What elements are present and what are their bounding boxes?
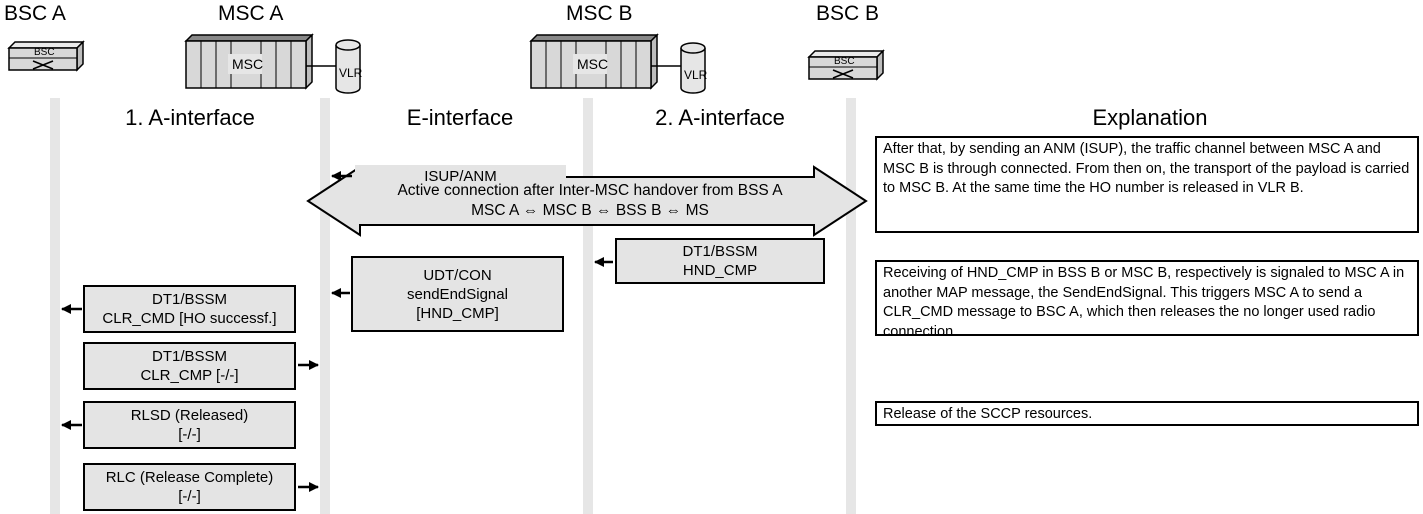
bsc-b-icon-text: BSC: [834, 56, 855, 67]
message-udt-con: UDT/CON sendEndSignal [HND_CMP]: [351, 256, 564, 332]
msc-a-icon-text: MSC: [232, 56, 264, 72]
bsc-a-icon-text: BSC: [34, 47, 55, 58]
bsc-b-icon: [807, 49, 885, 81]
node-label-msc-b: MSC B: [566, 2, 633, 25]
lifeline-bsc-b: [846, 98, 856, 514]
node-label-msc-a: MSC A: [218, 2, 284, 25]
heading-a-interface-1: 1. A-interface: [125, 105, 255, 130]
vlr-b-icon: [680, 42, 706, 94]
heading-explanation: Explanation: [1092, 105, 1208, 130]
node-label-bsc-a: BSC A: [4, 2, 66, 25]
msc-a-icon: [184, 33, 336, 90]
explanation-hnd-cmp: Receiving of HND_CMP in BSS B or MSC B, …: [875, 260, 1419, 340]
vlr-b-icon-text: VLR: [684, 68, 708, 82]
explanation-sccp-release: Release of the SCCP resources.: [875, 401, 1419, 426]
message-rlc-line1: RLC (Release Complete): [105, 469, 274, 486]
msc-b-icon: [529, 33, 681, 90]
active-connection-line2: MSC A ⇔ MSC B ⇔ BSS B ⇔ MS: [471, 202, 709, 219]
message-rlc-line2: [-/-]: [178, 488, 201, 505]
msc-b-icon-text: MSC: [577, 56, 609, 72]
message-clr-cmd-line2: CLR_CMD [HO successf.]: [102, 310, 277, 327]
message-clr-cmp: DT1/BSSM CLR_CMP [-/-]: [83, 342, 296, 390]
message-clr-cmd-line1: DT1/BSSM: [151, 291, 227, 308]
bsc-a-icon: [7, 40, 85, 72]
vlr-a-icon-text: VLR: [339, 66, 363, 80]
node-label-bsc-b: BSC B: [816, 2, 880, 25]
message-clr-cmd: DT1/BSSM CLR_CMD [HO successf.]: [83, 285, 296, 333]
message-dt1-hnd-cmp-line1: DT1/BSSM: [682, 243, 758, 260]
message-clr-cmp-line2: CLR_CMP [-/-]: [140, 367, 239, 384]
message-rlc: RLC (Release Complete) [-/-]: [83, 463, 296, 511]
message-rlsd-line1: RLSD (Released): [130, 407, 249, 424]
lifeline-msc-a: [320, 98, 330, 514]
message-rlsd: RLSD (Released) [-/-]: [83, 401, 296, 449]
active-connection-label: Active connection after Inter-MSC handov…: [360, 181, 820, 221]
heading-a-interface-2: 2. A-interface: [655, 105, 785, 130]
explanation-anm: After that, by sending an ANM (ISUP), th…: [875, 136, 1419, 233]
message-udt-con-line2: sendEndSignal: [407, 285, 508, 303]
vlr-a-icon: [335, 39, 361, 94]
message-udt-con-line1: UDT/CON: [423, 266, 492, 284]
lifeline-msc-b: [583, 98, 593, 514]
message-udt-con-line3: [HND_CMP]: [416, 304, 499, 322]
message-dt1-hnd-cmp: DT1/BSSM HND_CMP: [615, 238, 825, 284]
message-dt1-hnd-cmp-line2: HND_CMP: [682, 262, 758, 279]
active-connection-line1: Active connection after Inter-MSC handov…: [397, 182, 783, 199]
heading-e-interface: E-interface: [406, 105, 514, 130]
message-clr-cmp-line1: DT1/BSSM: [151, 348, 227, 365]
lifeline-bsc-a: [50, 98, 60, 514]
message-isup-anm-label: ISUP/ANM: [424, 167, 497, 185]
message-rlsd-line2: [-/-]: [178, 426, 201, 443]
message-isup-anm: ISUP/ANM: [355, 165, 566, 187]
